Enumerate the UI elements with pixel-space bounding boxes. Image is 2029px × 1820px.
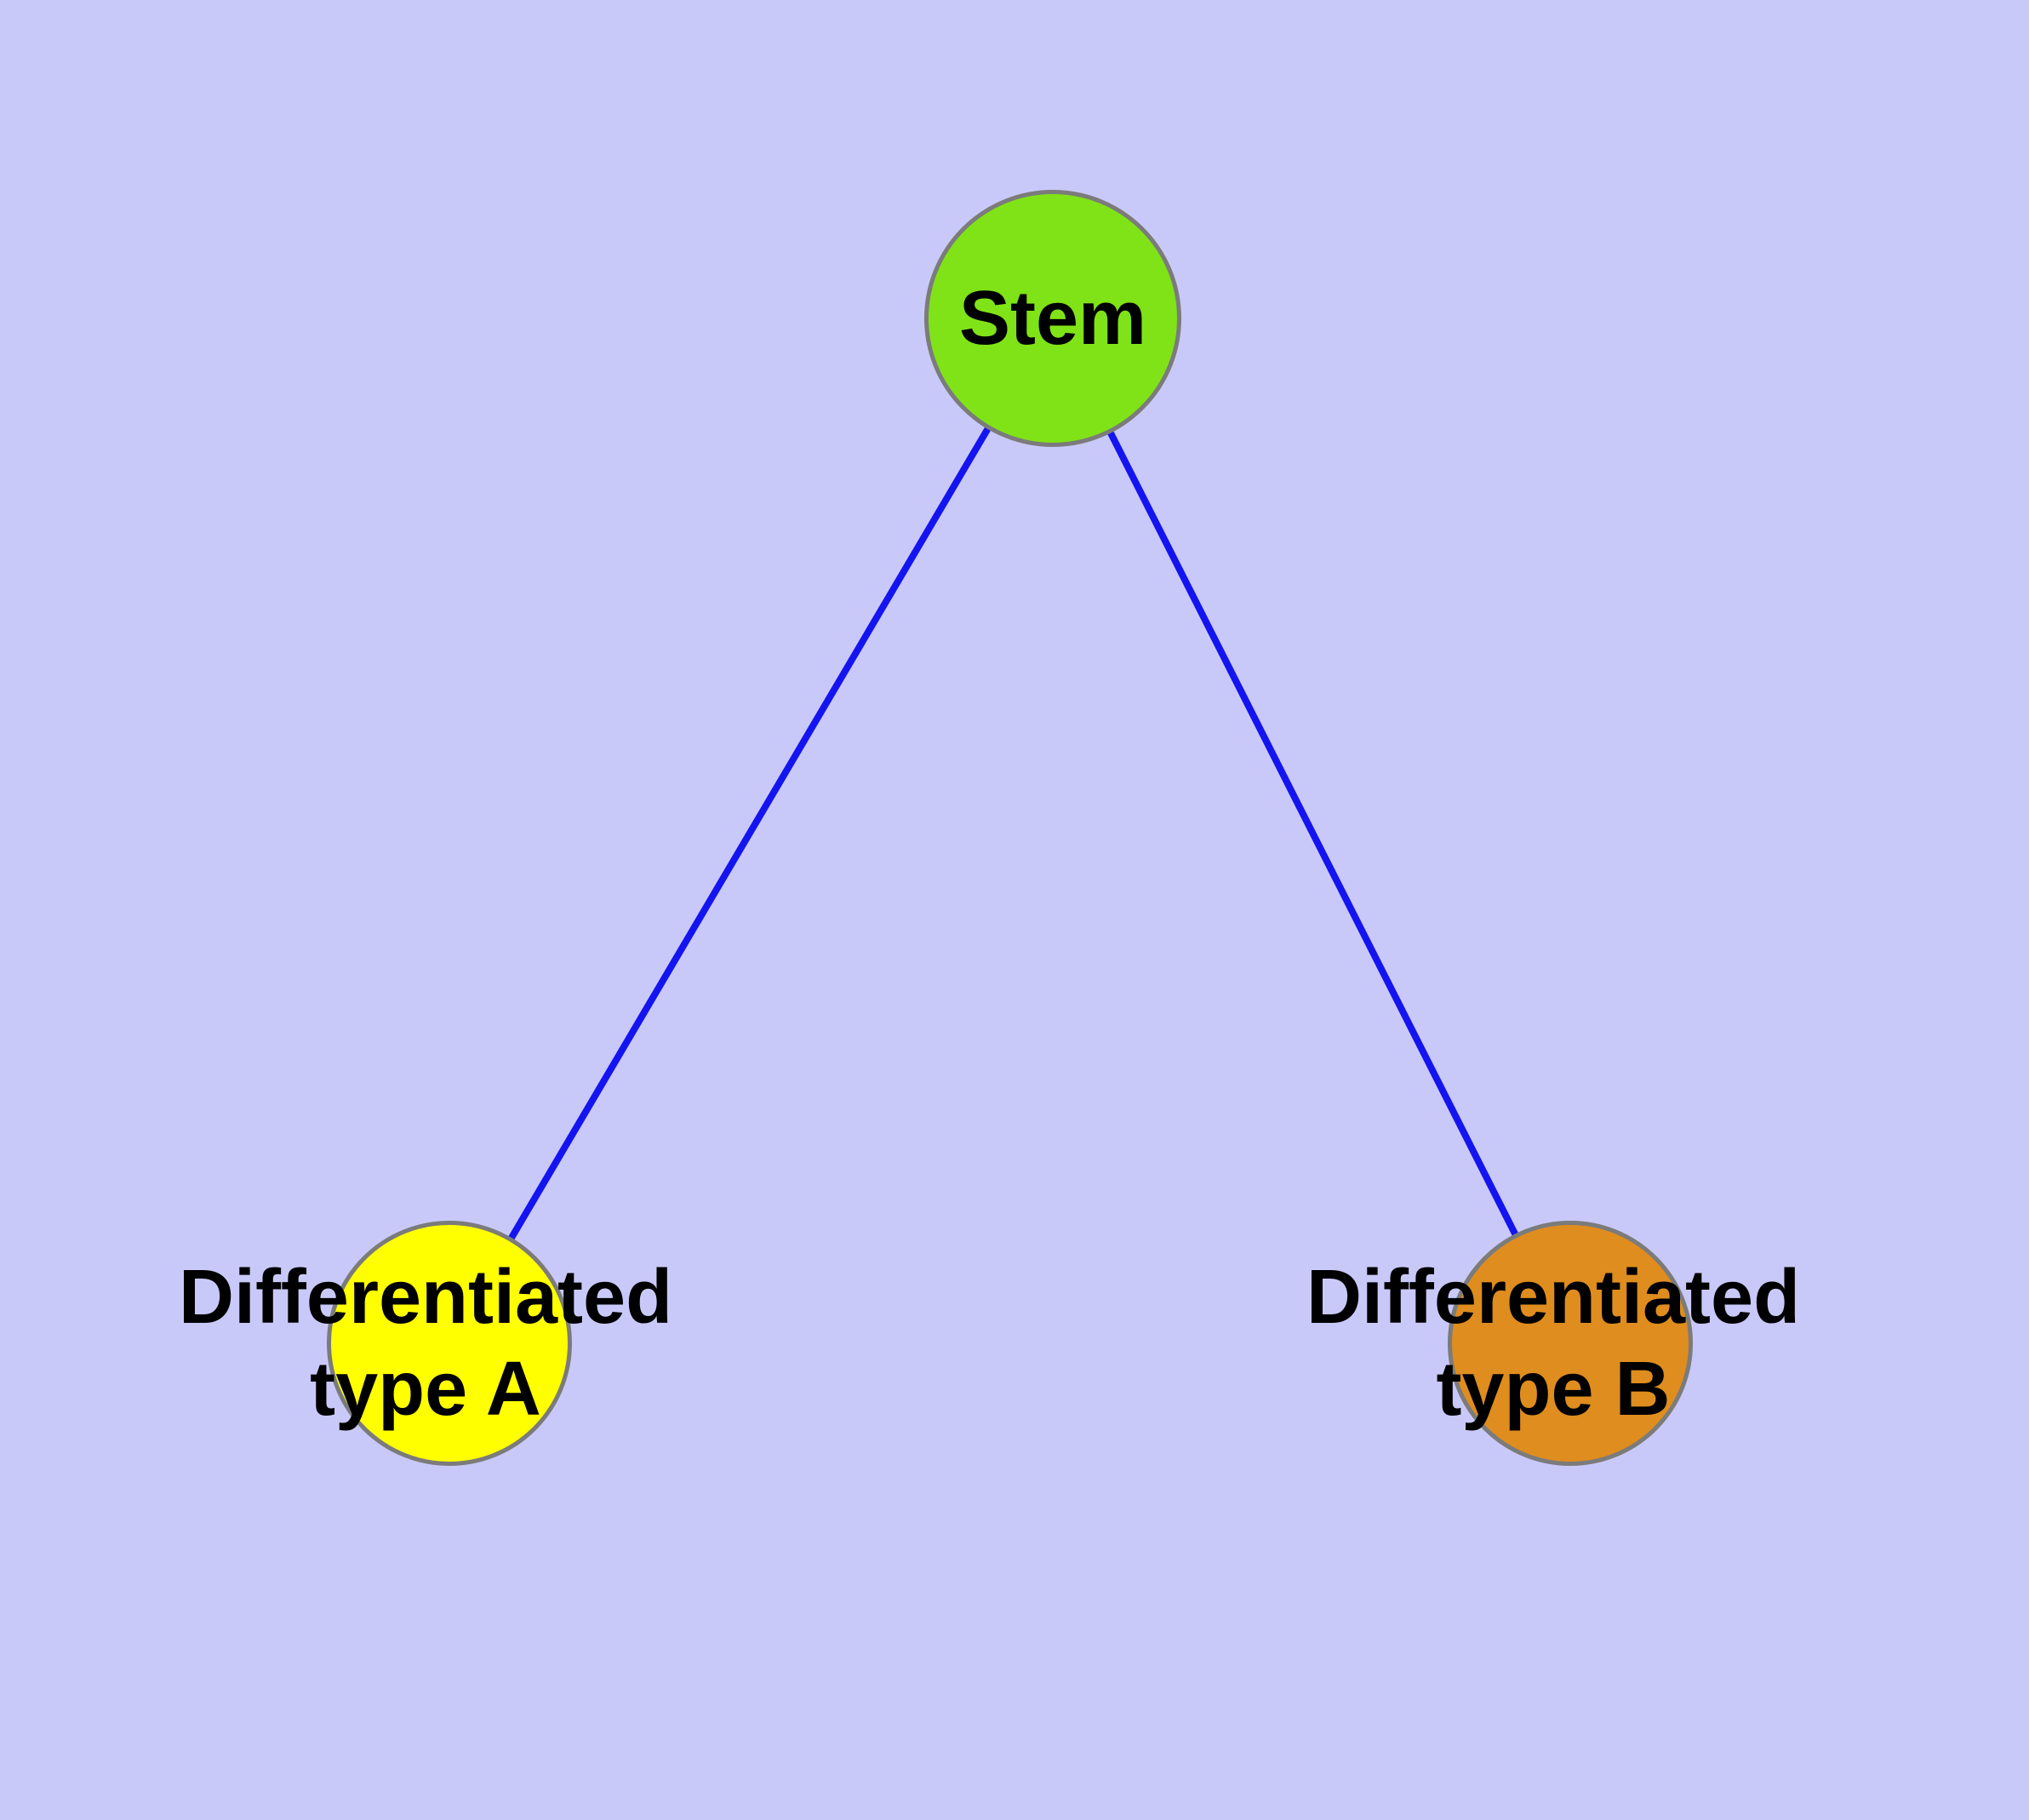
node-differentiated-type-a-circle (327, 1221, 572, 1466)
node-differentiated-type-b-label-line-2: type B (1436, 1347, 1671, 1432)
node-stem-label: Stem (959, 272, 1146, 364)
node-differentiated-type-a-label: Differentiated type A (179, 1251, 672, 1435)
node-differentiated-type-a-label-line-1: Differentiated (178, 1255, 673, 1340)
node-differentiated-type-b-circle (1448, 1221, 1693, 1466)
node-stem-label-line: Stem (958, 276, 1147, 361)
edge-stem-to-type-b (1049, 317, 1574, 1345)
node-differentiated-type-b-label-line-1: Differentiated (1306, 1255, 1801, 1340)
node-stem-circle (924, 190, 1181, 447)
edge-stem-to-type-a (446, 316, 1056, 1346)
node-differentiated-type-a-label-line-2: type A (310, 1347, 541, 1432)
node-differentiated-type-b-label: Differentiated type B (1306, 1251, 1800, 1435)
